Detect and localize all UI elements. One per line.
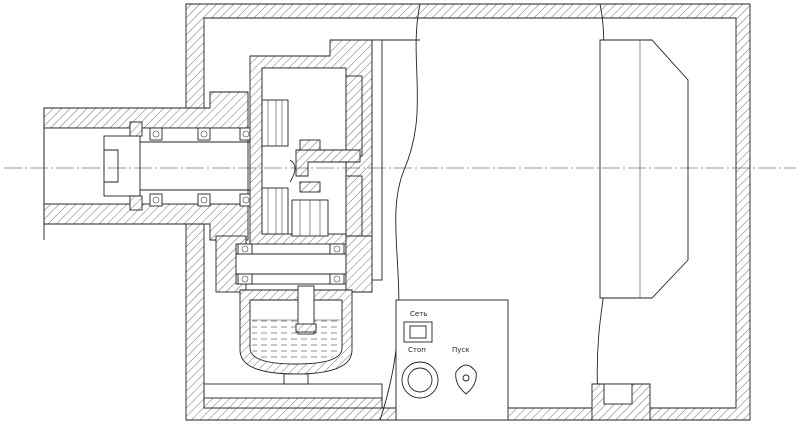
start-key-icon[interactable] (455, 364, 477, 395)
gearbox-assembly (249, 39, 373, 269)
control-panel: Сеть Стоп Пуск (395, 299, 509, 421)
stop-button[interactable] (401, 361, 439, 399)
housing-outer-wall (185, 3, 751, 421)
shaft-sleeve (43, 91, 250, 241)
lower-shaft (215, 235, 373, 293)
bearings-row (149, 127, 253, 207)
net-label: Сеть (410, 310, 427, 318)
stop-label: Стоп (408, 346, 426, 354)
base-plate (203, 383, 383, 409)
liquid-vessel (239, 285, 353, 385)
start-label: Пуск (452, 346, 469, 354)
fan-cowl (599, 39, 689, 299)
motor-foot (591, 383, 651, 421)
